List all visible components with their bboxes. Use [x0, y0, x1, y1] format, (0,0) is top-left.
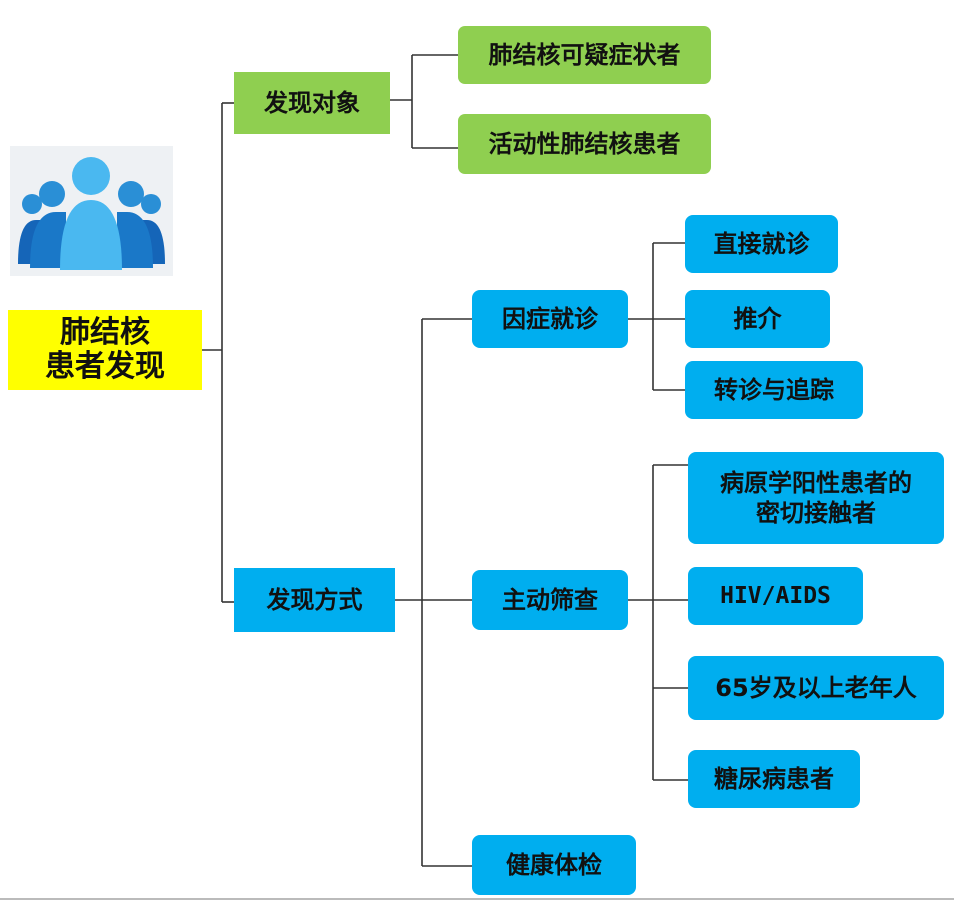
screening-item-label: 病原学阳性患者的 密切接触者: [720, 469, 912, 527]
people-group-icon: [10, 146, 173, 276]
screening-item-label: 糖尿病患者: [714, 765, 834, 793]
symptom-item-transfer: 转诊与追踪: [685, 361, 863, 419]
method-health-check: 健康体检: [472, 835, 636, 895]
method-label: 健康体检: [506, 851, 602, 879]
screening-item-elderly: 65岁及以上老年人: [688, 656, 944, 720]
symptom-item-label: 推介: [733, 305, 782, 333]
branch-objects-label: 发现对象: [264, 89, 360, 117]
method-label: 因症就诊: [502, 305, 598, 333]
symptom-item-referral: 推介: [685, 290, 830, 348]
root-node: 肺结核 患者发现: [8, 310, 202, 390]
object-item-label: 肺结核可疑症状者: [488, 41, 681, 69]
branch-methods-label: 发现方式: [266, 586, 363, 614]
method-active-screening: 主动筛查: [472, 570, 628, 630]
method-symptom-visit: 因症就诊: [472, 290, 628, 348]
screening-item-label: HIV/AIDS: [720, 582, 831, 609]
branch-methods: 发现方式: [234, 568, 395, 632]
object-item-suspected: 肺结核可疑症状者: [458, 26, 711, 84]
branch-objects: 发现对象: [234, 72, 390, 134]
screening-item-diabetes: 糖尿病患者: [688, 750, 860, 808]
symptom-item-label: 直接就诊: [713, 230, 810, 258]
screening-item-contacts: 病原学阳性患者的 密切接触者: [688, 452, 944, 544]
object-item-label: 活动性肺结核患者: [488, 130, 681, 158]
object-item-active: 活动性肺结核患者: [458, 114, 711, 174]
symptom-item-label: 转诊与追踪: [714, 376, 834, 404]
root-label: 肺结核 患者发现: [45, 314, 165, 384]
method-label: 主动筛查: [502, 586, 598, 614]
screening-item-label: 65岁及以上老年人: [715, 674, 917, 702]
bottom-rule: [0, 898, 954, 900]
symptom-item-direct: 直接就诊: [685, 215, 838, 273]
screening-item-hiv: HIV/AIDS: [688, 567, 863, 625]
